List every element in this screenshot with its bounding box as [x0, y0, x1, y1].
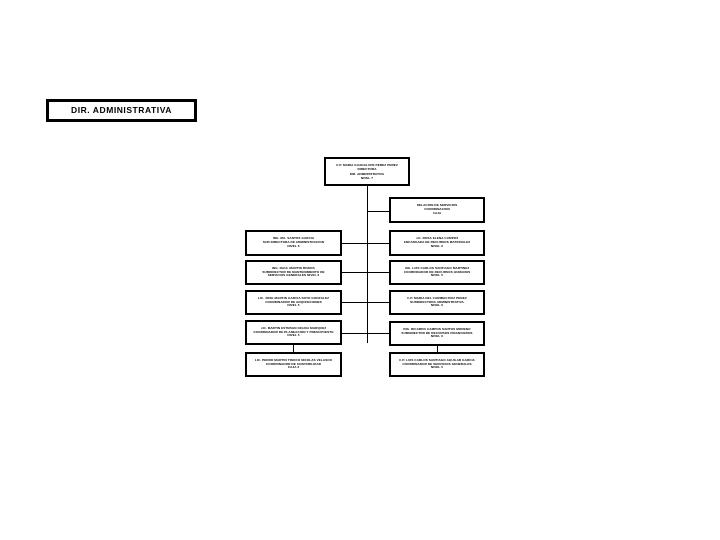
node-r2-right-line-3: NIVEL 5	[430, 274, 444, 278]
node-r2-left-line-2: SUBDIRECTOR DE MANTENIMIENTO DE	[262, 270, 325, 274]
node-root-line-1: C.P. MARIA GUADALUPE PEREZ PEREZ	[336, 163, 398, 168]
node-root-line-4: NIVEL 7	[360, 175, 374, 180]
node-r2-left[interactable]: ING. RAUL MARTIN RIVERA SUBDIRECTOR DE M…	[245, 260, 342, 285]
node-r1-right-line-1: LIC. ROSA ELENA CAMPOS	[415, 237, 459, 241]
node-r5-left[interactable]: LIC. PEDRO MARTIN TINOCO NICOLAS VELASCO…	[245, 352, 342, 377]
node-r4-right-line-1: ING. RICARDO CAMPOS SANTOS MORENO	[403, 327, 471, 331]
node-r0-right-line-3: CAJA	[432, 211, 442, 215]
connector-row2-left	[342, 272, 368, 273]
node-r1-right-line-3: NIVEL 6	[430, 244, 444, 248]
connector-row1-right	[367, 243, 389, 244]
connector-row5-right-stub	[437, 344, 438, 352]
node-r1-left-line-2: SUB DIRECTORA DE ADMINISTRACION	[262, 241, 325, 245]
node-root[interactable]: C.P. MARIA GUADALUPE PEREZ PEREZ DIRECTO…	[324, 157, 410, 186]
node-r2-right-line-1: ING. LUIS CARLOS SANTIAGO MARTINEZ	[404, 266, 470, 270]
node-r0-right-line-2: COORDINACION	[424, 208, 450, 212]
connector-row2-right	[367, 272, 389, 273]
title-box: DIR. ADMINISTRATIVA	[46, 99, 197, 122]
node-r2-right-line-2: COORDINADOR DE RECURSOS HUMANOS	[403, 270, 471, 274]
node-r2-right[interactable]: ING. LUIS CARLOS SANTIAGO MARTINEZ COORD…	[389, 260, 485, 285]
node-r3-left-line-1: LIC. JOSE MARTIN GARCIA SOTO GONZALEZ	[257, 296, 330, 300]
node-r1-right[interactable]: LIC. ROSA ELENA CAMPOS ENCARGADA DE RECU…	[389, 230, 485, 256]
node-r4-right-line-2: SUBDIRECTOR DE RECURSOS FINANCIEROS	[401, 331, 473, 335]
node-root-line-3: DIR. ADMINISTRATIVA	[349, 171, 385, 176]
node-r4-left-line-3: NIVEL 5	[287, 334, 300, 338]
node-r2-left-line-1: ING. RAUL MARTIN RIVERA	[271, 266, 316, 270]
node-r5-right[interactable]: C.P. LUIS CARLOS SANTIAGO AGUILAR GARCIA…	[389, 352, 485, 377]
node-r1-left[interactable]: ING. MA. SANTOS GARCIA SUB DIRECTORA DE …	[245, 230, 342, 256]
connector-row4-left	[342, 333, 368, 334]
node-r4-left-line-1: LIC. MARTIN ESTEBAN OCHOA MARQUEZ	[260, 326, 327, 330]
node-r3-right[interactable]: C.P. MARIA DEL CARMEN RUIZ PEREZ SUBDIRE…	[389, 290, 485, 315]
connector-row0-right	[367, 211, 389, 212]
node-r3-left[interactable]: LIC. JOSE MARTIN GARCIA SOTO GONZALEZ CO…	[245, 290, 342, 315]
node-r4-right-line-3: NIVEL 6	[430, 335, 444, 339]
spine-vertical-connector	[367, 185, 368, 343]
node-r3-left-line-2: COORDINADOR DE ADQUISICIONES	[265, 300, 322, 304]
node-r0-right-line-1: RELACION DE SERVICIOS	[416, 204, 458, 208]
node-r1-left-line-1: ING. MA. SANTOS GARCIA	[272, 237, 315, 241]
node-r4-left-line-2: COORDINADOR DE PLANEACION Y PRESUPUESTO	[253, 330, 334, 334]
node-r5-left-line-1: LIC. PEDRO MARTIN TINOCO NICOLAS VELASCO	[254, 358, 333, 362]
connector-row4-right	[367, 333, 389, 334]
node-r5-right-line-3: NIVEL 5	[430, 366, 444, 370]
node-r1-left-line-3: NIVEL 6	[287, 244, 300, 248]
node-r2-left-line-3: SERVICIOS GENERALES NIVEL 6	[267, 274, 320, 278]
connector-row3-left	[342, 302, 368, 303]
node-r5-right-line-2: COORDINADOR DE SERVICIOS GENERALES	[402, 362, 472, 366]
title-box-label: DIR. ADMINISTRATIVA	[71, 105, 172, 116]
node-r0-right[interactable]: RELACION DE SERVICIOS COORDINACION CAJA	[389, 197, 485, 223]
node-root-line-2: DIRECTORA	[357, 167, 377, 172]
node-r5-left-line-2: COORDINADOR DE CONTABILIDAD	[265, 362, 322, 366]
node-r1-right-line-2: ENCARGADA DE RECURSOS MATERIALES	[403, 241, 471, 245]
node-r3-left-line-3: NIVEL 5	[287, 304, 300, 308]
node-r5-right-line-1: C.P. LUIS CARLOS SANTIAGO AGUILAR GARCIA	[399, 358, 475, 362]
node-r4-left[interactable]: LIC. MARTIN ESTEBAN OCHOA MARQUEZ COORDI…	[245, 320, 342, 345]
node-r5-left-line-3: CAJA 3	[287, 366, 300, 370]
node-r3-right-line-3: NIVEL 6	[430, 304, 444, 308]
node-r3-right-line-2: SUBDIRECTORA ADMINISTRATIVA	[410, 300, 464, 304]
connector-row3-right	[367, 302, 389, 303]
connector-row1-left	[342, 243, 368, 244]
connector-row5-left-stub	[293, 344, 294, 352]
node-r3-right-line-1: C.P. MARIA DEL CARMEN RUIZ PEREZ	[407, 296, 467, 300]
node-r4-right[interactable]: ING. RICARDO CAMPOS SANTOS MORENO SUBDIR…	[389, 321, 485, 346]
